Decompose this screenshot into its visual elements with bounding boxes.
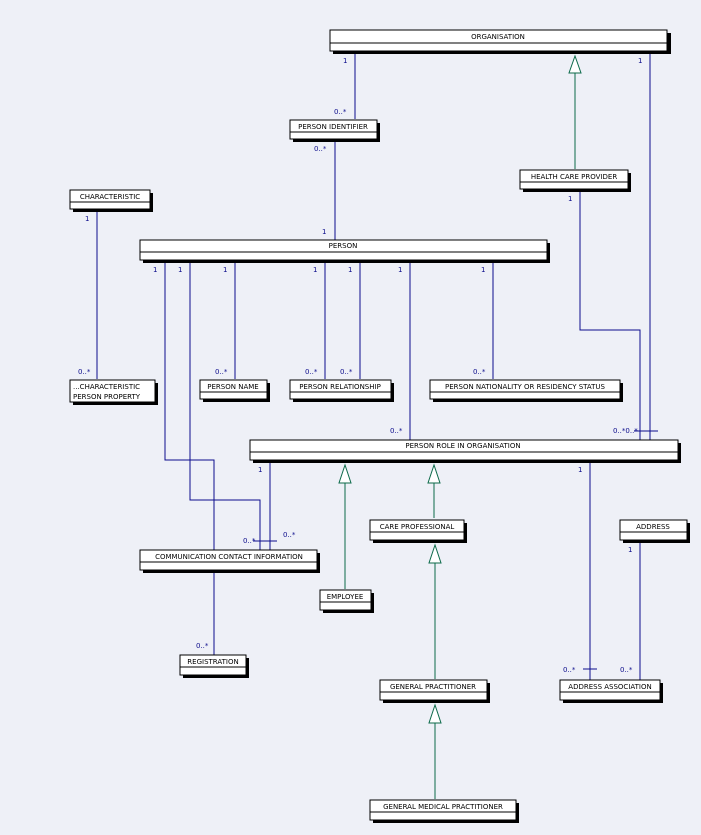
association-lines	[96, 54, 658, 680]
entity-characteristic[interactable]: CHARACTERISTIC	[69, 189, 153, 212]
multiplicity-label: 0..*	[283, 531, 296, 539]
multiplicity-label: 0..*	[314, 145, 327, 153]
entity-label: COMMUNICATION CONTACT INFORMATION	[155, 553, 303, 561]
entity-label: ORGANISATION	[471, 33, 525, 41]
entity-label: GENERAL MEDICAL PRACTITIONER	[383, 803, 503, 811]
entity-label: ADDRESS	[636, 523, 670, 531]
multiplicity-label: 1	[578, 466, 582, 474]
multiplicity-label: 0..*	[620, 666, 633, 674]
entity-label: CHARACTERISTIC	[80, 193, 140, 201]
entity-label: PERSON RELATIONSHIP	[299, 383, 381, 391]
entity-person-nationality[interactable]: PERSON NATIONALITY OR RESIDENCY STATUS	[429, 379, 623, 402]
entity-care-professional[interactable]: CARE PROFESSIONAL	[369, 519, 467, 543]
multiplicity-label: 1	[223, 266, 227, 274]
generalization-lines	[338, 54, 582, 799]
multiplicity-labels: 1 1 0..* 0..* 1 1 1 1 1 1 1 1 1 1 0..* 0…	[78, 57, 642, 674]
multiplicity-label: 1	[348, 266, 352, 274]
person-to-contact-info-line	[189, 263, 261, 550]
entity-communication-contact-information[interactable]: COMMUNICATION CONTACT INFORMATION	[139, 549, 320, 573]
multiplicity-label: 0..*	[215, 368, 228, 376]
multiplicity-label: 1	[481, 266, 485, 274]
entity-label: ADDRESS ASSOCIATION	[568, 683, 651, 691]
health-care-provider-to-person-role-line	[579, 192, 641, 440]
multiplicity-label: 0..*	[473, 368, 486, 376]
multiplicity-label: 1	[638, 57, 642, 65]
entity-address-association[interactable]: ADDRESS ASSOCIATION	[559, 679, 663, 703]
entity-person-name[interactable]: PERSON NAME	[199, 379, 270, 402]
multiplicity-label: 0..*	[243, 537, 256, 545]
multiplicity-label: 1	[178, 266, 182, 274]
entity-person-role-in-organisation[interactable]: PERSON ROLE IN ORGANISATION	[249, 439, 681, 463]
multiplicity-label: 0..*	[78, 368, 91, 376]
entity-label: EMPLOYEE	[327, 593, 364, 601]
multiplicity-label: 0..*0..*	[613, 427, 638, 435]
entity-label: HEALTH CARE PROVIDER	[531, 173, 618, 181]
generalization-triangle	[428, 703, 442, 724]
entity-general-practitioner[interactable]: GENERAL PRACTITIONER	[379, 679, 490, 703]
multiplicity-label: 1	[398, 266, 402, 274]
entity-label: PERSON ROLE IN ORGANISATION	[405, 442, 520, 450]
multiplicity-label: 0..*	[196, 642, 209, 650]
entity-label: PERSON NATIONALITY OR RESIDENCY STATUS	[445, 383, 606, 391]
entity-person-identifier[interactable]: PERSON IDENTIFIER	[289, 119, 380, 142]
entity-employee[interactable]: EMPLOYEE	[319, 589, 374, 613]
multiplicity-label: 0..*	[563, 666, 576, 674]
multiplicity-label: 0..*	[340, 368, 353, 376]
entity-label: GENERAL PRACTITIONER	[390, 683, 476, 691]
multiplicity-label: 1	[85, 215, 89, 223]
multiplicity-label: 1	[568, 195, 572, 203]
entity-registration[interactable]: REGISTRATION	[179, 654, 249, 678]
multiplicity-label: 0..*	[305, 368, 318, 376]
entity-person-relationship[interactable]: PERSON RELATIONSHIP	[289, 379, 394, 402]
entity-characteristic-person-property[interactable]: ...CHARACTERISTIC PERSON PROPERTY	[69, 379, 158, 405]
entity-person[interactable]: PERSON	[139, 239, 550, 263]
generalization-triangle	[427, 463, 441, 484]
generalization-triangle	[568, 54, 582, 74]
entity-label-line-2: PERSON PROPERTY	[73, 393, 141, 401]
generalization-triangle	[428, 543, 442, 564]
multiplicity-label: 1	[628, 546, 632, 554]
multiplicity-label: 1	[153, 266, 157, 274]
entity-general-medical-practitioner[interactable]: GENERAL MEDICAL PRACTITIONER	[369, 799, 519, 823]
entity-label: REGISTRATION	[187, 658, 238, 666]
entity-organisation[interactable]: ORGANISATION	[329, 29, 671, 54]
entity-address[interactable]: ADDRESS	[619, 519, 690, 543]
multiplicity-label: 1	[343, 57, 347, 65]
generalization-triangle	[338, 463, 352, 484]
entity-label-line-1: ...CHARACTERISTIC	[73, 383, 140, 391]
entity-label: CARE PROFESSIONAL	[380, 523, 455, 531]
multiplicity-label: 1	[322, 228, 326, 236]
multiplicity-label: 1	[258, 466, 262, 474]
entity-health-care-provider[interactable]: HEALTH CARE PROVIDER	[519, 169, 631, 192]
multiplicity-label: 1	[313, 266, 317, 274]
multiplicity-label: 0..*	[334, 108, 347, 116]
multiplicity-label: 0..*	[390, 427, 403, 435]
entity-label: PERSON NAME	[207, 383, 258, 391]
entity-label: PERSON IDENTIFIER	[298, 123, 368, 131]
entity-label: PERSON	[329, 242, 358, 250]
